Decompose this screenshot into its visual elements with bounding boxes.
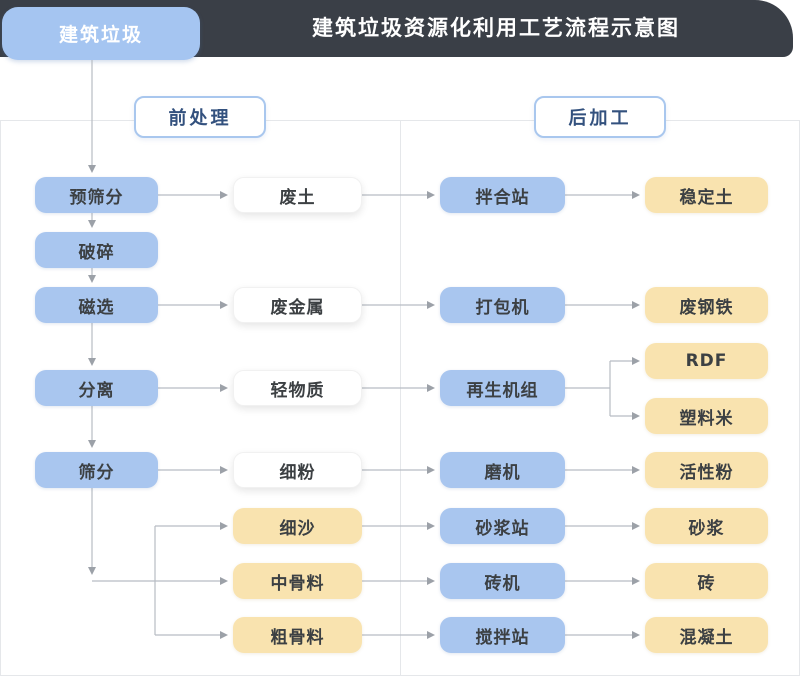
node-brick-machine: 砖机 [440,563,565,599]
node-light-material: 轻物质 [233,370,362,406]
source-tab-construction-waste: 建筑垃圾 [2,7,200,60]
node-magnetic-separation: 磁选 [35,287,158,323]
node-coarse-aggregate: 粗骨料 [233,617,362,653]
node-waste-soil: 废土 [233,177,362,213]
node-pre-screening: 预筛分 [35,177,158,213]
node-stabilized-soil: 稳定土 [645,177,768,213]
diagram-title: 建筑垃圾资源化利用工艺流程示意图 [312,16,680,40]
node-agitating-station: 搅拌站 [440,617,565,653]
node-recycling-unit: 再生机组 [440,370,565,406]
section-label-post-processing: 后加工 [534,96,666,138]
node-mill: 磨机 [440,452,565,488]
node-baler: 打包机 [440,287,565,323]
node-mortar: 砂浆 [645,508,768,544]
node-crushing: 破碎 [35,232,158,268]
node-brick: 砖 [645,563,768,599]
node-concrete: 混凝土 [645,617,768,653]
node-mortar-station: 砂浆站 [440,508,565,544]
node-waste-steel: 废钢铁 [645,287,768,323]
section-label-pre-processing: 前处理 [134,96,266,138]
node-plastic-pellets: 塑料米 [645,398,768,434]
node-rdf: RDF [645,343,768,379]
node-medium-aggregate: 中骨料 [233,563,362,599]
node-active-powder: 活性粉 [645,452,768,488]
section-divider-line [400,121,401,675]
node-waste-metal: 废金属 [233,287,362,323]
node-separation: 分离 [35,370,158,406]
node-fine-sand: 细沙 [233,508,362,544]
node-fine-powder: 细粉 [233,452,362,488]
node-mixing-plant: 拌合站 [440,177,565,213]
node-screening: 筛分 [35,452,158,488]
